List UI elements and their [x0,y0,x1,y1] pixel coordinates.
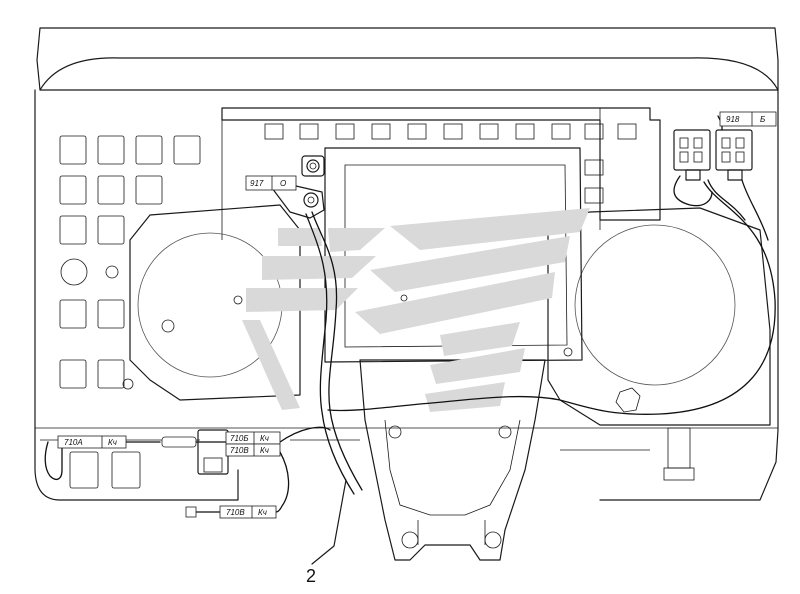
center-panel [221,107,661,240]
label-710v-id: 710В [230,446,249,455]
label-917-color: О [280,179,286,188]
label-710v: 710В Кч [225,443,281,457]
label-710a-color: Кч [108,438,117,447]
relay-block [673,129,753,181]
label-710b-id: 710Б [230,434,249,443]
watermark-logo [242,208,590,412]
label-710b: 710Б Кч [225,431,281,445]
steering-column-mount [359,359,546,561]
label-710v-lower: 710В Кч [219,505,277,519]
wire-harness [44,115,776,565]
right-lower-connector [663,427,695,481]
label-710v-lower-id: 710В [226,508,245,517]
label-710a: 710А Кч [57,435,127,449]
label-917: 917 О [245,175,297,191]
label-710a-id: 710А [64,438,83,447]
right-gauge-cluster [547,207,771,426]
label-918: 918 Б [719,111,777,127]
callout-2: 2 [306,566,316,586]
lamp-holder-lower [271,185,325,219]
label-710v-lower-color: Кч [258,508,267,517]
label-710b-color: Кч [260,434,269,443]
label-710v-color: Кч [260,446,269,455]
left-switch-grid [59,135,201,489]
top-button-row [264,123,637,204]
label-917-id: 917 [250,179,264,188]
lamp-holder-upper [301,155,325,177]
label-918-color: Б [760,115,765,124]
label-918-id: 918 [726,115,740,124]
